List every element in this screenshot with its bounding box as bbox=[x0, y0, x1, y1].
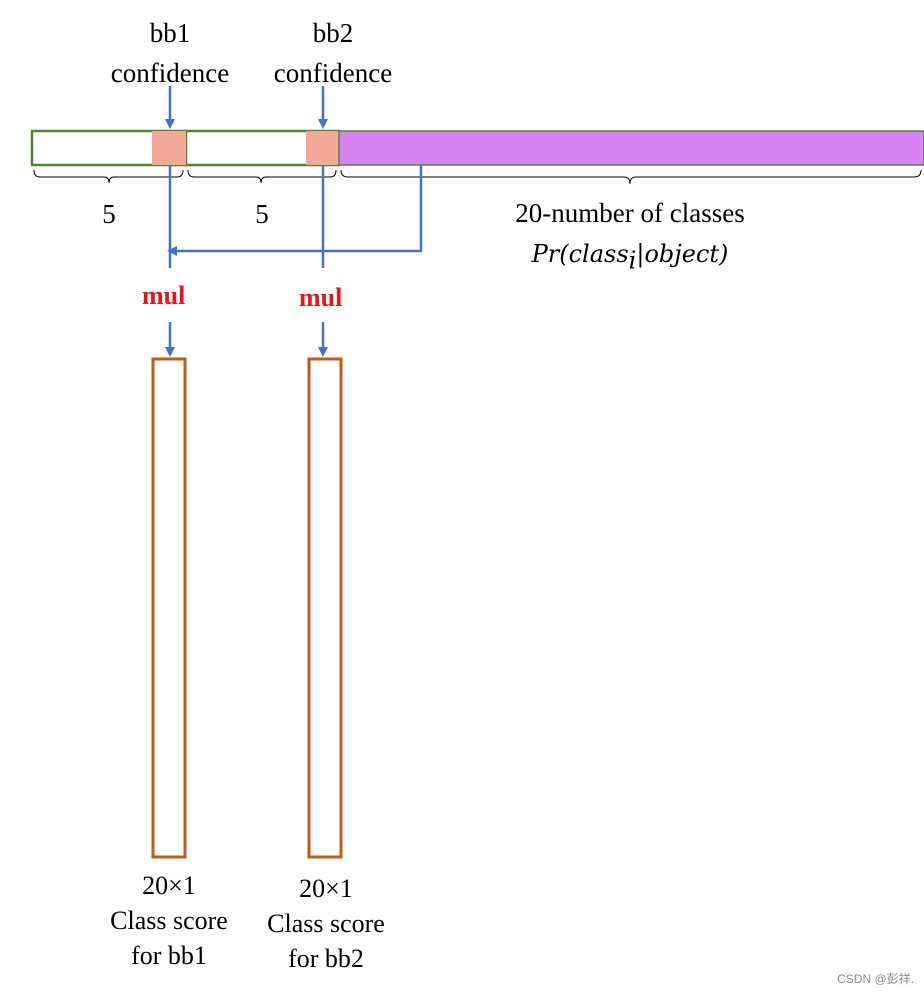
line-classes-to-bb1 bbox=[167, 165, 423, 256]
bb2-confidence-cell bbox=[306, 131, 339, 165]
output-bb1-label: 20×1 Class score for bb1 bbox=[89, 868, 249, 973]
bb2-label-line1: bb2 bbox=[312, 18, 354, 48]
output-bb2-label: 20×1 Class score for bb2 bbox=[246, 871, 406, 976]
brace-classes bbox=[340, 169, 922, 185]
prediction-vector bbox=[30, 129, 924, 167]
watermark: CSDN @彭祥. bbox=[837, 972, 914, 986]
braces bbox=[33, 169, 922, 185]
brace-label-bb2: 5 bbox=[255, 199, 269, 229]
output-bb2-line2: Class score bbox=[267, 909, 385, 938]
brace-label-bb1: 5 bbox=[102, 199, 116, 229]
output-bb1-line2: Class score bbox=[110, 906, 228, 935]
output-bb1-line3: for bb1 bbox=[131, 941, 207, 970]
output-bb2-size: 20×1 bbox=[299, 874, 353, 903]
formula-suffix: |object) bbox=[636, 240, 729, 268]
bb1-confidence-cell bbox=[152, 131, 186, 165]
bb1-label-line2: confidence bbox=[110, 58, 230, 88]
brace-bb1 bbox=[33, 169, 184, 184]
bb1-label-line1: bb1 bbox=[149, 18, 191, 48]
mul-label-bb1: mul bbox=[142, 281, 186, 310]
bb1-confidence-label: bb1 confidence bbox=[90, 13, 250, 93]
brace-bb2 bbox=[187, 169, 337, 184]
bb2-confidence-label: bb2 confidence bbox=[253, 13, 413, 93]
bb2-label-line2: confidence bbox=[273, 58, 393, 88]
mul-label-bb2: mul bbox=[299, 283, 343, 312]
class-probabilities-segment bbox=[338, 130, 924, 166]
output-bb2-vector bbox=[307, 357, 343, 859]
output-bb1-size: 20×1 bbox=[142, 871, 196, 900]
output-bb2-line3: for bb2 bbox=[288, 944, 364, 973]
output-bb1-vector bbox=[151, 357, 187, 859]
formula-prefix: Pr(class bbox=[531, 240, 629, 268]
classes-label: 20-number of classes bbox=[515, 198, 745, 228]
formula-subscript: i bbox=[628, 246, 637, 275]
arrows bbox=[165, 86, 423, 357]
class-probability-formula: Pr(classi|object) bbox=[470, 233, 790, 280]
